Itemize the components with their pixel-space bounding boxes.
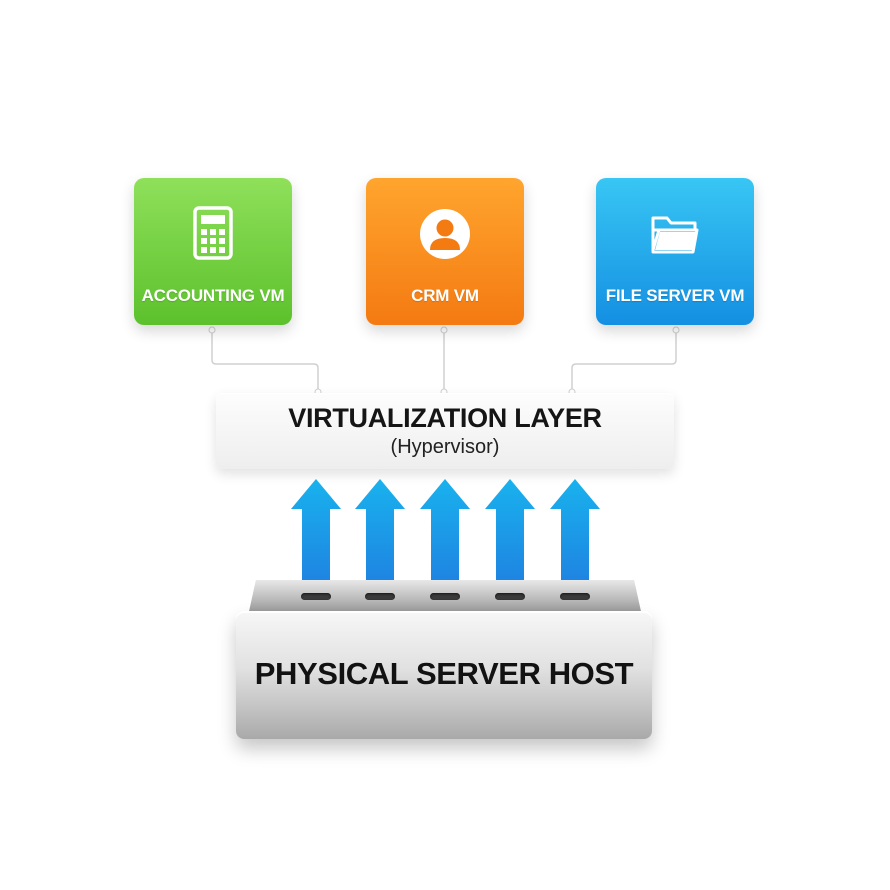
crm-vm-label: CRM VM bbox=[411, 286, 479, 305]
accounting-vm-label: ACCOUNTING VM bbox=[141, 286, 285, 305]
calculator-icon bbox=[193, 206, 233, 260]
server-port-slot bbox=[365, 593, 395, 600]
virtualization-layer-title: VIRTUALIZATION LAYER bbox=[288, 403, 602, 433]
crm-vm-card: CRM VM bbox=[366, 178, 524, 325]
arrow-up-4 bbox=[485, 479, 535, 593]
hypervisor-subtitle: (Hypervisor) bbox=[390, 436, 500, 458]
server-port-slot bbox=[495, 593, 525, 600]
connector-file-server bbox=[571, 330, 677, 393]
arrow-up-3 bbox=[420, 479, 470, 593]
server-top-panel bbox=[248, 580, 642, 616]
file-server-vm-label: FILE SERVER VM bbox=[605, 286, 745, 305]
accounting-vm-card: ACCOUNTING VM bbox=[134, 178, 292, 325]
arrow-up-1 bbox=[291, 479, 341, 593]
user-profile-icon bbox=[420, 209, 470, 259]
arrow-up-5 bbox=[550, 479, 600, 593]
physical-server-host-label: PHYSICAL SERVER HOST bbox=[254, 656, 634, 691]
physical-server-host-block: PHYSICAL SERVER HOST bbox=[236, 611, 652, 739]
virtualization-layer-bar: VIRTUALIZATION LAYER (Hypervisor) bbox=[216, 393, 674, 469]
folder-icon bbox=[651, 216, 699, 254]
server-port-slot bbox=[560, 593, 590, 600]
arrow-up-2 bbox=[355, 479, 405, 593]
connector-accounting bbox=[211, 330, 319, 393]
server-port-slot bbox=[430, 593, 460, 600]
server-port-slot bbox=[301, 593, 331, 600]
file-server-vm-card: FILE SERVER VM bbox=[596, 178, 754, 325]
